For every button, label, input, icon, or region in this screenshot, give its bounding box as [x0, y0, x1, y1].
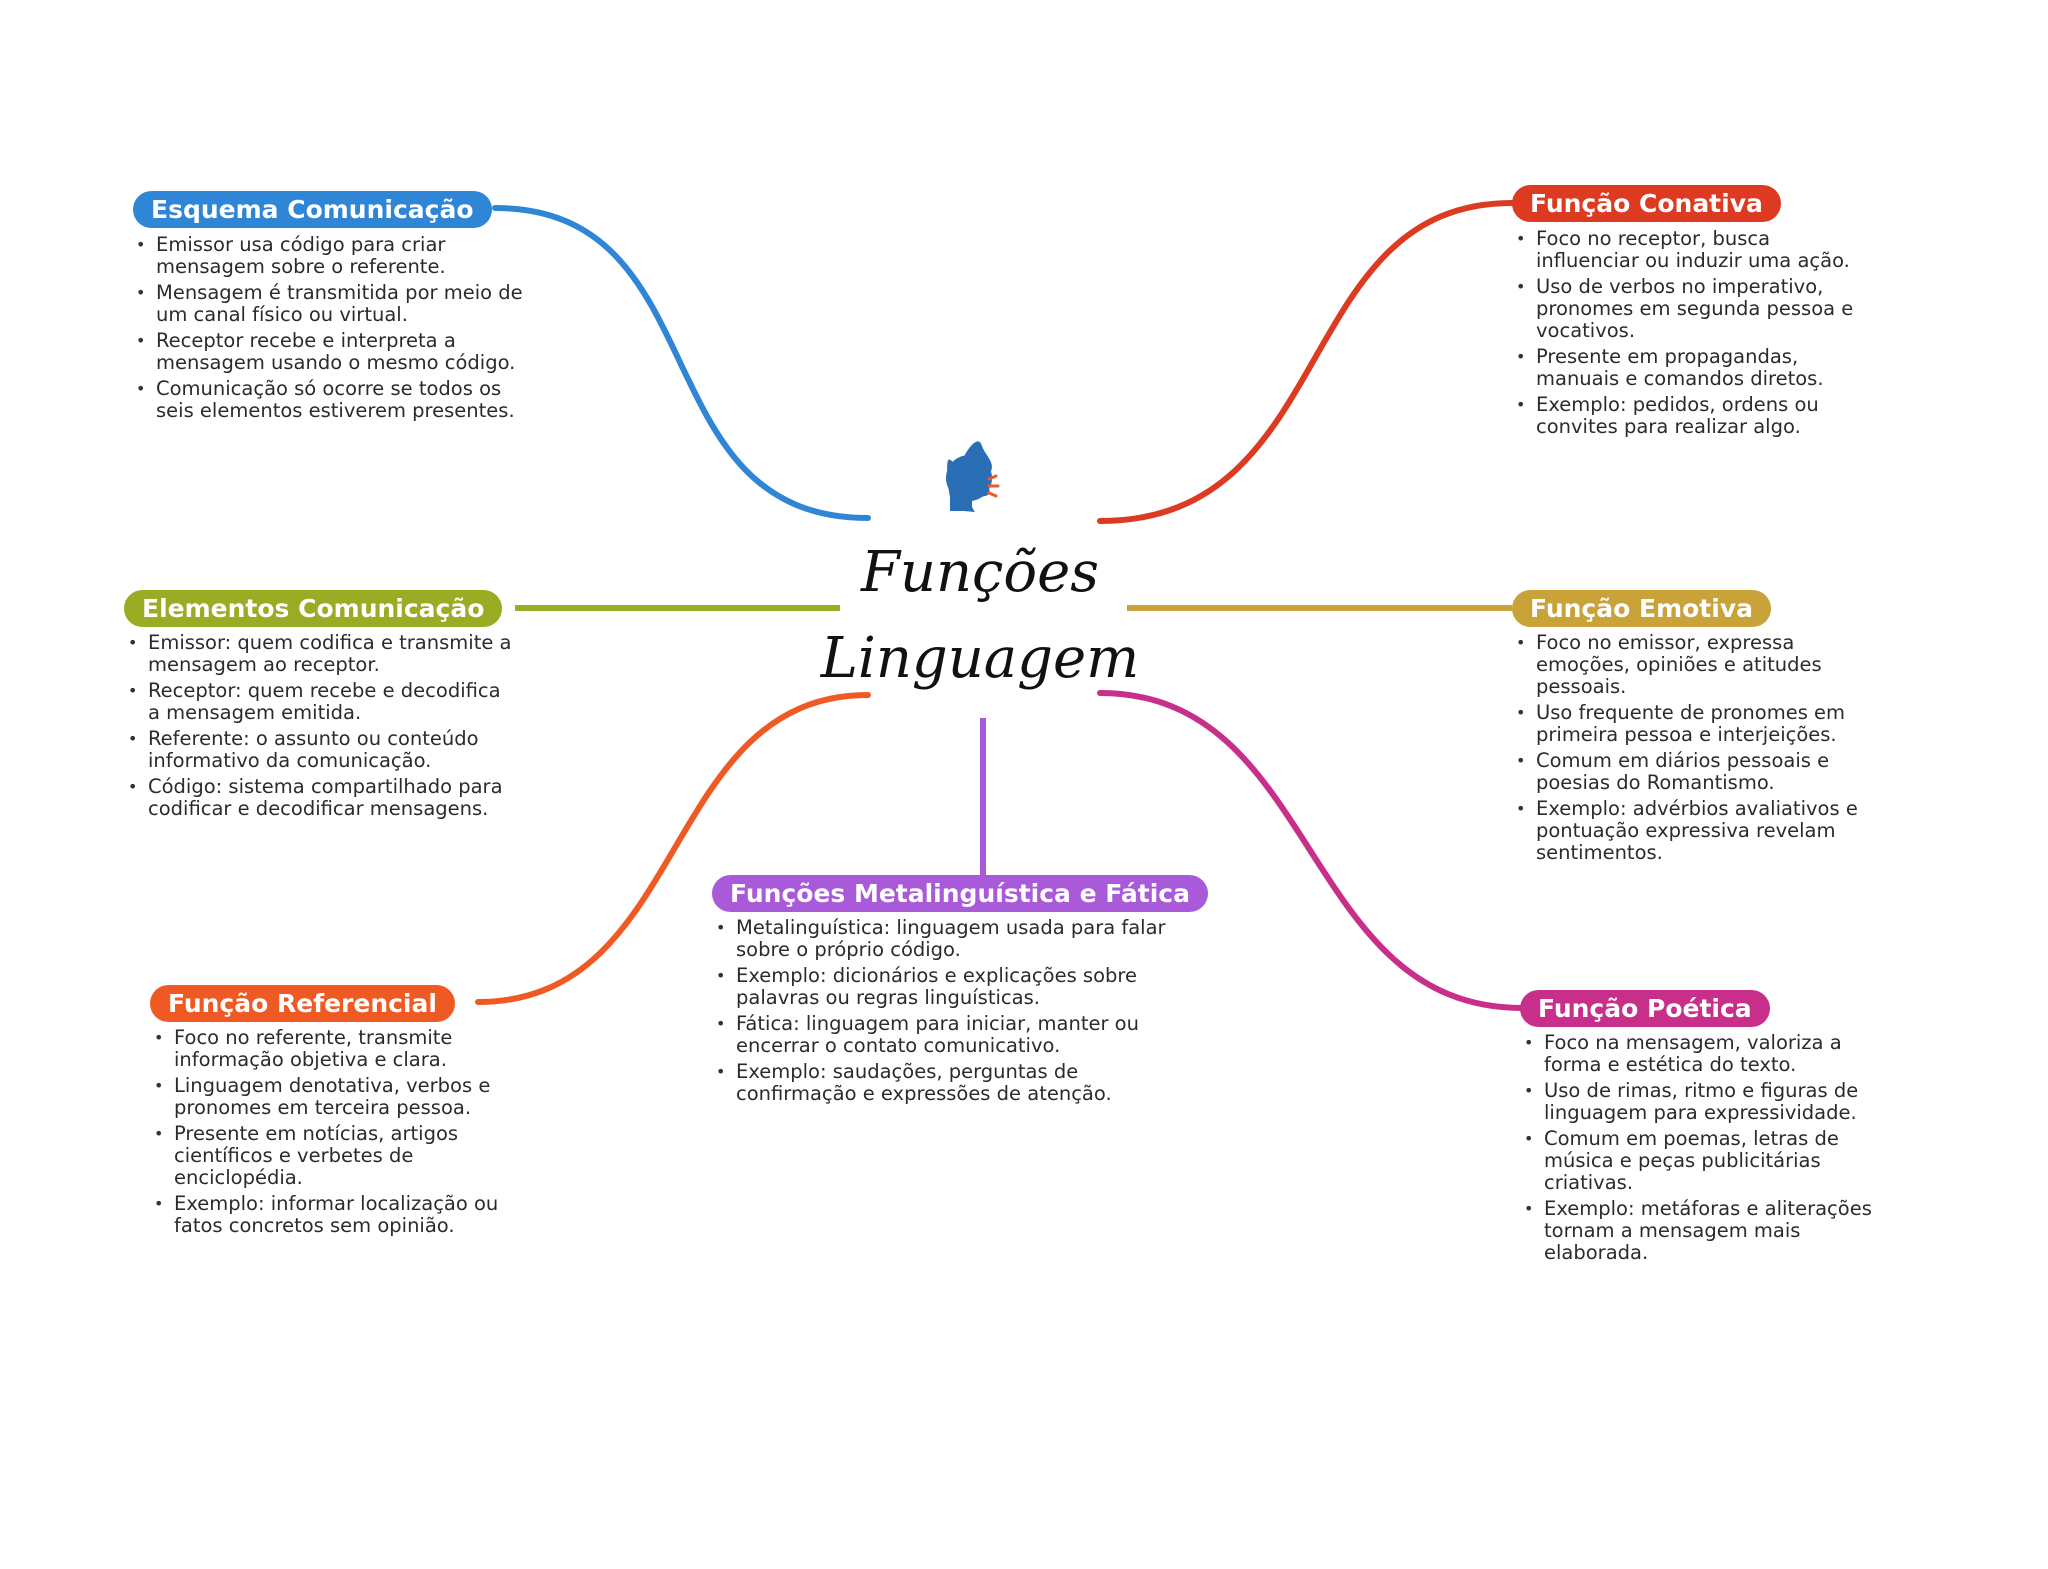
list-esquema-comunicacao: Emissor usa código para criar mensagem s… — [132, 234, 526, 426]
node-funcao-poetica[interactable]: Função Poética — [1520, 990, 1770, 1027]
node-funcoes-metalinguistica-fatica[interactable]: Funções Metalinguística e Fática — [712, 875, 1208, 912]
list-funcao-conativa: Foco no receptor, busca influenciar ou i… — [1512, 228, 1876, 442]
node-funcao-referencial[interactable]: Função Referencial — [150, 985, 455, 1022]
list-funcao-emotiva: Foco no emissor, expressa emoções, opini… — [1512, 632, 1876, 868]
list-item: Exemplo: saudações, perguntas de confirm… — [716, 1061, 1176, 1105]
list-item: Exemplo: pedidos, ordens ou convites par… — [1516, 394, 1876, 438]
connector-conativa — [1097, 200, 1515, 524]
node-funcao-emotiva[interactable]: Função Emotiva — [1512, 590, 1771, 627]
list-item: Foco na mensagem, valoriza a forma e est… — [1524, 1032, 1884, 1076]
node-funcao-conativa[interactable]: Função Conativa — [1512, 185, 1781, 222]
list-item: Exemplo: metáforas e aliterações tornam … — [1524, 1198, 1884, 1264]
list-item: Exemplo: informar localização ou fatos c… — [154, 1193, 514, 1237]
list-item: Receptor: quem recebe e decodifica a men… — [128, 680, 518, 724]
list-item: Comunicação só ocorre se todos os seis e… — [136, 378, 526, 422]
list-item: Uso de rimas, ritmo e figuras de linguag… — [1524, 1080, 1884, 1124]
list-item: Fática: linguagem para iniciar, manter o… — [716, 1013, 1176, 1057]
list-item: Comum em poemas, letras de música e peça… — [1524, 1128, 1884, 1194]
connector-esquema — [492, 205, 871, 521]
connector-poetica — [1097, 690, 1525, 1011]
list-item: Linguagem denotativa, verbos e pronomes … — [154, 1075, 514, 1119]
speaking-head-icon — [946, 441, 1000, 512]
list-item: Exemplo: dicionários e explicações sobre… — [716, 965, 1176, 1009]
node-elementos-comunicacao[interactable]: Elementos Comunicação — [124, 590, 503, 627]
list-item: Emissor: quem codifica e transmite a men… — [128, 632, 518, 676]
list-funcao-referencial: Foco no referente, transmite informação … — [150, 1027, 514, 1241]
list-item: Exemplo: advérbios avaliativos e pontuaç… — [1516, 798, 1876, 864]
list-funcoes-metalinguistica-fatica: Metalinguística: linguagem usada para fa… — [712, 917, 1176, 1109]
list-item: Receptor recebe e interpreta a mensagem … — [136, 330, 526, 374]
central-title-line2: Linguagem — [820, 626, 1140, 691]
list-elementos-comunicacao: Emissor: quem codifica e transmite a men… — [124, 632, 518, 824]
node-esquema-comunicacao[interactable]: Esquema Comunicação — [133, 191, 492, 228]
list-funcao-poetica: Foco na mensagem, valoriza a forma e est… — [1520, 1032, 1884, 1268]
list-item: Foco no referente, transmite informação … — [154, 1027, 514, 1071]
list-item: Uso de verbos no imperativo, pronomes em… — [1516, 276, 1876, 342]
list-item: Presente em notícias, artigos científico… — [154, 1123, 514, 1189]
central-title-line1: Funções — [861, 540, 1099, 605]
list-item: Foco no receptor, busca influenciar ou i… — [1516, 228, 1876, 272]
list-item: Foco no emissor, expressa emoções, opini… — [1516, 632, 1876, 698]
list-item: Comum em diários pessoais e poesias do R… — [1516, 750, 1876, 794]
list-item: Mensagem é transmitida por meio de um ca… — [136, 282, 526, 326]
list-item: Referente: o assunto ou conteúdo informa… — [128, 728, 518, 772]
list-item: Uso frequente de pronomes em primeira pe… — [1516, 702, 1876, 746]
central-title: Funções Linguagem — [780, 530, 1180, 702]
list-item: Código: sistema compartilhado para codif… — [128, 776, 518, 820]
list-item: Metalinguística: linguagem usada para fa… — [716, 917, 1176, 961]
connector-referencial — [475, 692, 871, 1005]
list-item: Emissor usa código para criar mensagem s… — [136, 234, 526, 278]
list-item: Presente em propagandas, manuais e coman… — [1516, 346, 1876, 390]
